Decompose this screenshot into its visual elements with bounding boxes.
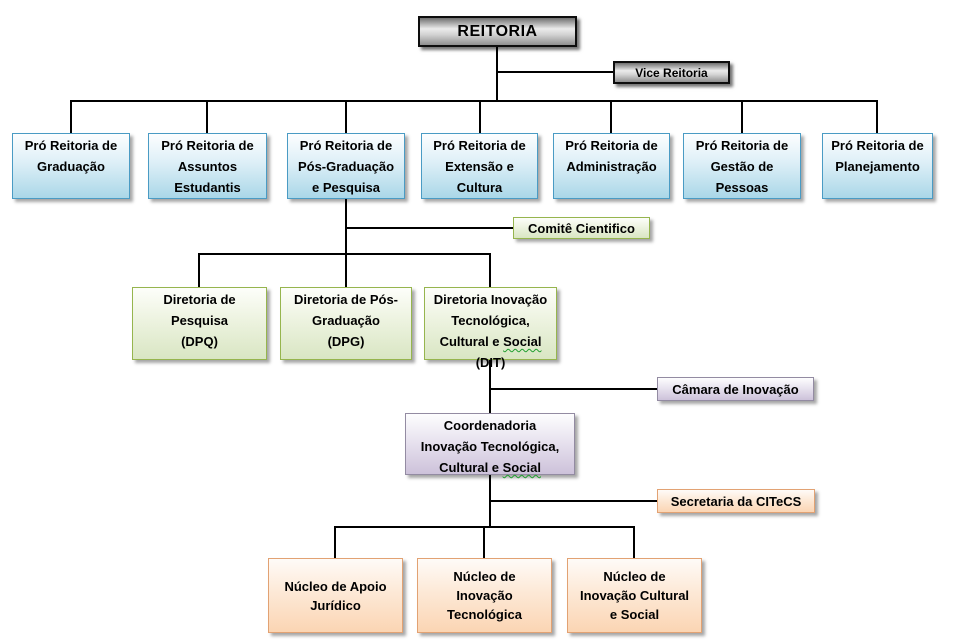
node-label: Núcleo de Apoio Jurídico [284, 578, 387, 613]
org-node-nucleo-inovacao-cultural-social: Núcleo de Inovação Cultural e Social [567, 558, 702, 633]
node-label: Núcleo de Inovação Tecnológica [447, 569, 522, 622]
node-label-line: Diretoria Inovação [433, 292, 548, 307]
connector-drop-graduacao [70, 101, 72, 133]
org-node-pro-reitoria-graduacao: Pró Reitoria de Graduação [12, 133, 130, 199]
connector-dit-trunk [489, 360, 491, 413]
node-label-line: Coordenadoria [443, 418, 537, 433]
node-label-misspelled-word: Social [503, 334, 542, 349]
connector-drop-dpg [345, 254, 347, 287]
node-label: Comitê Cientifico [528, 220, 635, 236]
node-label: Diretoria de Pesquisa (DPQ) [163, 292, 236, 349]
node-label: Vice Reitoria [635, 65, 708, 80]
org-node-nucleo-apoio-juridico: Núcleo de Apoio Jurídico [268, 558, 403, 633]
node-label: Pró Reitoria de Extensão e Cultura [433, 138, 526, 195]
connector-drop-nucleo-cult [633, 527, 635, 558]
node-label-line: Tecnológica, [451, 313, 530, 328]
node-label-line: Cultural e [439, 334, 504, 349]
org-node-diretoria-pesquisa-dpq: Diretoria de Pesquisa (DPQ) [132, 287, 267, 360]
node-label-line: (DIT) [475, 355, 506, 370]
connector-comite-branch [346, 227, 513, 229]
node-label: Pró Reitoria de Assuntos Estudantis [161, 138, 254, 195]
connector-diretoria-row [198, 253, 491, 255]
connector-drop-nucleo-tec [483, 527, 485, 558]
node-label: Núcleo de Inovação Cultural e Social [579, 569, 690, 622]
org-node-pro-reitoria-gestao-pessoas: Pró Reitoria de Gestão de Pessoas [683, 133, 801, 199]
org-node-nucleo-inovacao-tecnologica: Núcleo de Inovação Tecnológica [417, 558, 552, 633]
connector-drop-dpq [198, 254, 200, 287]
node-label: Secretaria da CITeCS [670, 493, 802, 509]
node-label: REITORIA [457, 22, 538, 40]
connector-drop-planejamento [876, 101, 878, 133]
connector-camara-branch [490, 388, 657, 390]
org-node-comite-cientifico: Comitê Cientifico [513, 217, 650, 239]
node-label-line: Cultural e [439, 460, 503, 475]
node-label: Câmara de Inovação [672, 381, 799, 397]
node-label: Pró Reitoria de Planejamento [831, 138, 924, 174]
org-node-pro-reitoria-administracao: Pró Reitoria de Administração [553, 133, 670, 199]
node-label: Pró Reitoria de Administração [565, 138, 658, 174]
connector-vice-branch [497, 71, 613, 73]
node-label: Diretoria de Pós- Graduação (DPG) [293, 292, 399, 349]
org-node-pro-reitoria-planejamento: Pró Reitoria de Planejamento [822, 133, 933, 199]
node-label-line: Inovação Tecnológica, [420, 439, 560, 454]
org-node-diretoria-pos-graduacao-dpg: Diretoria de Pós- Graduação (DPG) [280, 287, 412, 360]
org-node-reitoria: REITORIA [418, 16, 577, 47]
node-label-misspelled-word: Social [502, 460, 541, 475]
connector-main-row [70, 100, 878, 102]
org-node-pro-reitoria-extensao-cultura: Pró Reitoria de Extensão e Cultura [421, 133, 538, 199]
connector-drop-nucleo-apoio [334, 527, 336, 558]
connector-drop-gestao [741, 101, 743, 133]
connector-drop-extensao [479, 101, 481, 133]
org-node-pro-reitoria-assuntos-estudantis: Pró Reitoria de Assuntos Estudantis [148, 133, 267, 199]
connector-drop-dit [489, 254, 491, 287]
connector-drop-assuntos [206, 101, 208, 133]
node-label: Pró Reitoria de Pós-Graduação e Pesquisa [297, 138, 395, 195]
org-node-vice-reitoria: Vice Reitoria [613, 61, 730, 84]
node-label: Pró Reitoria de Graduação [24, 138, 118, 174]
connector-secretaria-branch [490, 500, 657, 502]
org-node-pro-reitoria-pos-graduacao: Pró Reitoria de Pós-Graduação e Pesquisa [287, 133, 405, 199]
connector-drop-administracao [610, 101, 612, 133]
node-label: Pró Reitoria de Gestão de Pessoas [695, 138, 789, 195]
org-node-secretaria-citecs: Secretaria da CITeCS [657, 489, 815, 513]
connector-reitoria-trunk [496, 47, 498, 101]
org-node-camara-inovacao: Câmara de Inovação [657, 377, 814, 401]
connector-drop-pos-graduacao [345, 101, 347, 133]
